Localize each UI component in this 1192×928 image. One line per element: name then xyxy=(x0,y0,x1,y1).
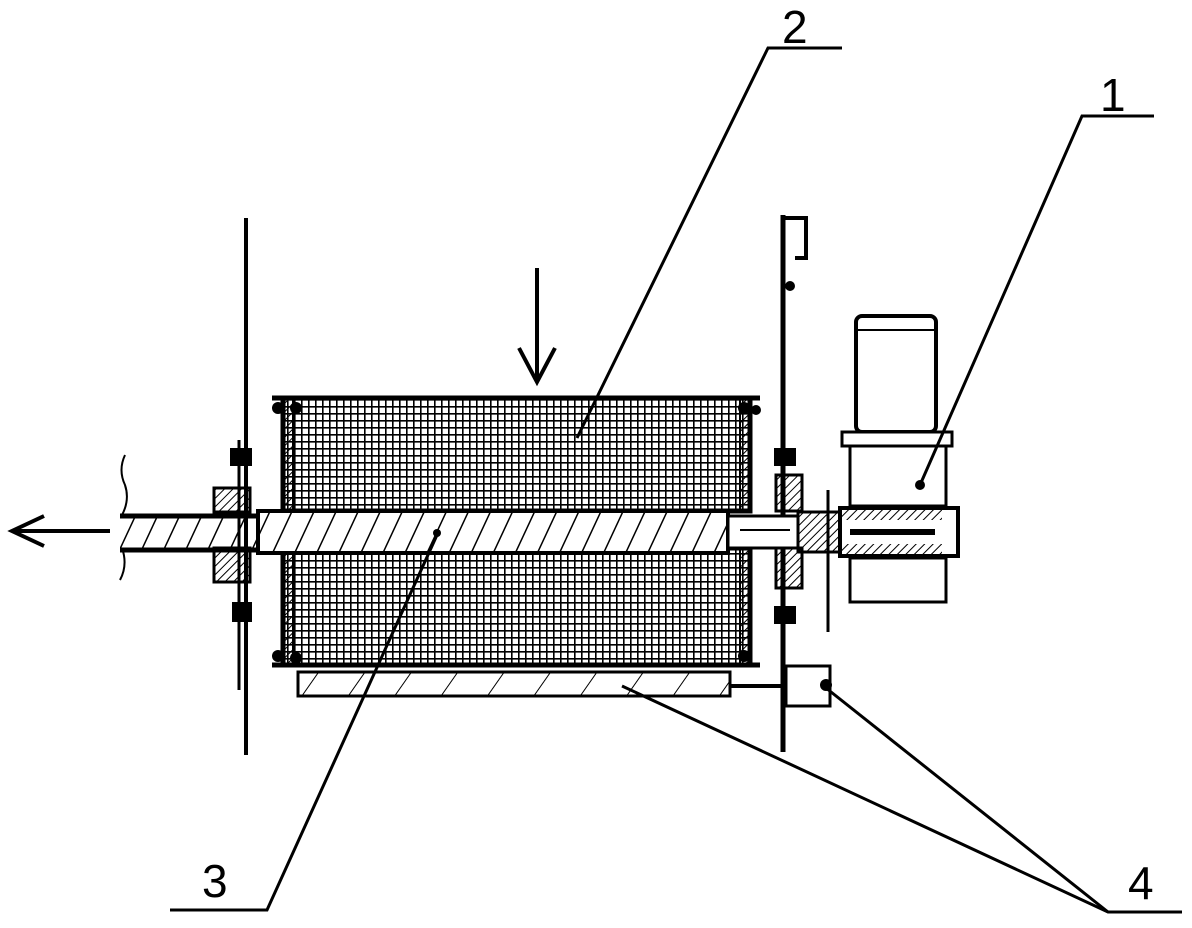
label-4: 4 xyxy=(1128,857,1154,909)
leader-2 xyxy=(575,46,842,439)
leader-1 xyxy=(918,114,1154,486)
feed-arrow xyxy=(517,268,557,387)
outlet-pipe xyxy=(119,454,260,581)
wall-flanges xyxy=(212,448,804,624)
label-1: 1 xyxy=(1100,69,1126,121)
coupling xyxy=(726,490,960,632)
label-2: 2 xyxy=(782,1,808,53)
leader-4a xyxy=(621,684,1182,914)
discharge-arrow xyxy=(7,514,110,548)
leader-4b xyxy=(825,686,1109,914)
motor xyxy=(840,314,954,604)
tray xyxy=(296,664,832,708)
screw-shaft xyxy=(256,509,730,555)
leader-lines xyxy=(170,46,1182,914)
leader-3 xyxy=(170,534,439,912)
label-3: 3 xyxy=(202,855,228,907)
